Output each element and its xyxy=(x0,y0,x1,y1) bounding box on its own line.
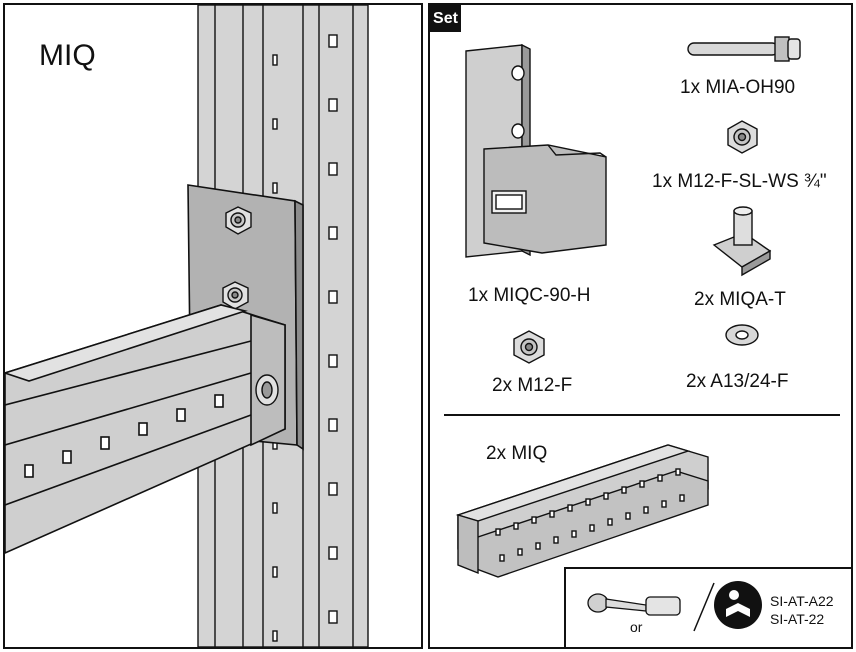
channel-slot xyxy=(328,34,338,48)
channel-slot xyxy=(328,418,338,432)
channel-slot xyxy=(214,394,224,408)
channel-slot xyxy=(535,542,541,550)
hex-nut-upper xyxy=(225,206,252,235)
assembly-title: MIQ xyxy=(39,39,96,72)
channel-slot xyxy=(571,530,577,538)
channel-slot xyxy=(661,500,667,508)
channel-slot xyxy=(621,486,627,494)
channel-slot xyxy=(499,554,505,562)
m12-sl-nut-icon xyxy=(727,120,758,154)
a13-washer-icon xyxy=(725,324,759,346)
assembly-illustration xyxy=(5,5,369,647)
channel-slot xyxy=(328,98,338,112)
channel-slot xyxy=(328,354,338,368)
hex-nut-lower xyxy=(222,281,249,310)
channel-slot xyxy=(138,422,148,436)
or-divider-slash xyxy=(693,582,715,632)
channel-slot xyxy=(589,524,595,532)
tools-illustration xyxy=(587,581,762,632)
set-badge: Set xyxy=(430,5,461,32)
channel-slot xyxy=(531,516,537,524)
horizontal-channel xyxy=(5,304,286,554)
tools-box: or SI-AT-A22 SI-AT-22 xyxy=(564,567,851,647)
part-label-mia: 1x MIA-OH90 xyxy=(680,77,796,98)
channel-slot xyxy=(272,566,278,578)
channel-slot xyxy=(100,436,110,450)
channel-slot xyxy=(328,610,338,624)
channel-slot xyxy=(657,474,663,482)
reference-code-2: SI-AT-22 xyxy=(770,611,825,627)
channel-slot xyxy=(549,510,555,518)
channel-slot xyxy=(328,226,338,240)
channel-slot xyxy=(643,506,649,514)
channel-slot xyxy=(495,528,501,536)
channel-slot xyxy=(272,182,278,194)
channel-slot xyxy=(272,502,278,514)
part-label-m12f: 2x M12-F xyxy=(492,375,573,396)
channel-slot xyxy=(603,492,609,500)
part-label-miqc: 1x MIQC-90-H xyxy=(468,285,591,306)
channel-slot xyxy=(625,512,631,520)
channel-slot xyxy=(567,504,573,512)
channel-slot xyxy=(675,468,681,476)
channel-slot xyxy=(176,408,186,422)
parts-illustration xyxy=(444,36,840,578)
mia-bolt-icon xyxy=(687,36,801,62)
channel-slot xyxy=(328,546,338,560)
channel-slot xyxy=(639,480,645,488)
channel-slot xyxy=(24,464,34,478)
channel-slot xyxy=(62,450,72,464)
reference-code-1: SI-AT-A22 xyxy=(770,593,834,609)
part-label-miq: 2x MIQ xyxy=(486,443,548,464)
channel-slot xyxy=(272,630,278,642)
manual-reference-icon xyxy=(714,581,762,629)
miqc-bracket-icon xyxy=(465,43,607,258)
part-label-a13: 2x A13/24-F xyxy=(686,371,789,392)
channel-slot xyxy=(679,494,685,502)
channel-slot xyxy=(328,290,338,304)
socket-wrench-icon xyxy=(587,593,681,616)
part-label-m12-sl: 1x M12-F-SL-WS ¾" xyxy=(652,171,827,192)
channel-slot xyxy=(517,548,523,556)
channel-slot xyxy=(585,498,591,506)
channel-end-nut xyxy=(255,374,279,406)
channel-slot xyxy=(328,162,338,176)
parts-set-panel: Set xyxy=(428,3,853,649)
channel-slot xyxy=(272,54,278,66)
assembly-panel: MIQ xyxy=(3,3,423,649)
channel-slot xyxy=(513,522,519,530)
channel-slot xyxy=(272,118,278,130)
miq-channels-icon xyxy=(455,444,709,578)
part-label-miqa: 2x MIQA-T xyxy=(694,289,786,310)
channel-slot xyxy=(607,518,613,526)
m12f-nut-icon xyxy=(513,330,545,364)
channel-slot xyxy=(553,536,559,544)
or-label: or xyxy=(630,619,643,635)
miqa-fitting-icon xyxy=(712,206,772,277)
channel-slot xyxy=(328,482,338,496)
